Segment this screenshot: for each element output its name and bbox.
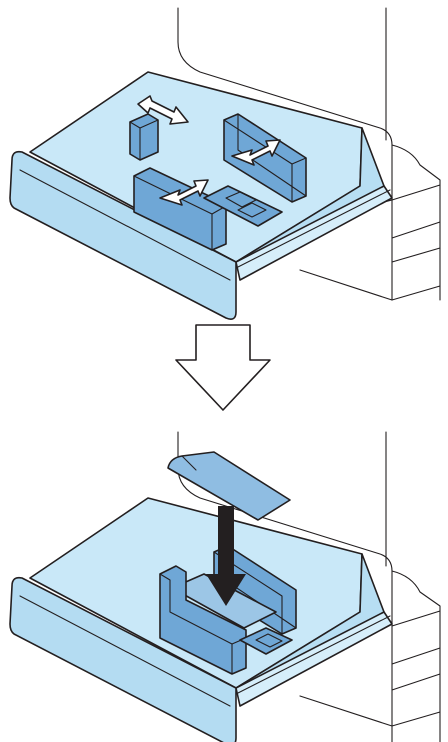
- side-guide-left: [130, 114, 158, 160]
- paper-tray-top: [10, 72, 392, 319]
- outline-down-arrow-icon: [176, 325, 270, 410]
- step-adjust-guides: [10, 8, 440, 319]
- paper-tray-bottom: [10, 498, 392, 742]
- step-load-envelope: [10, 432, 440, 742]
